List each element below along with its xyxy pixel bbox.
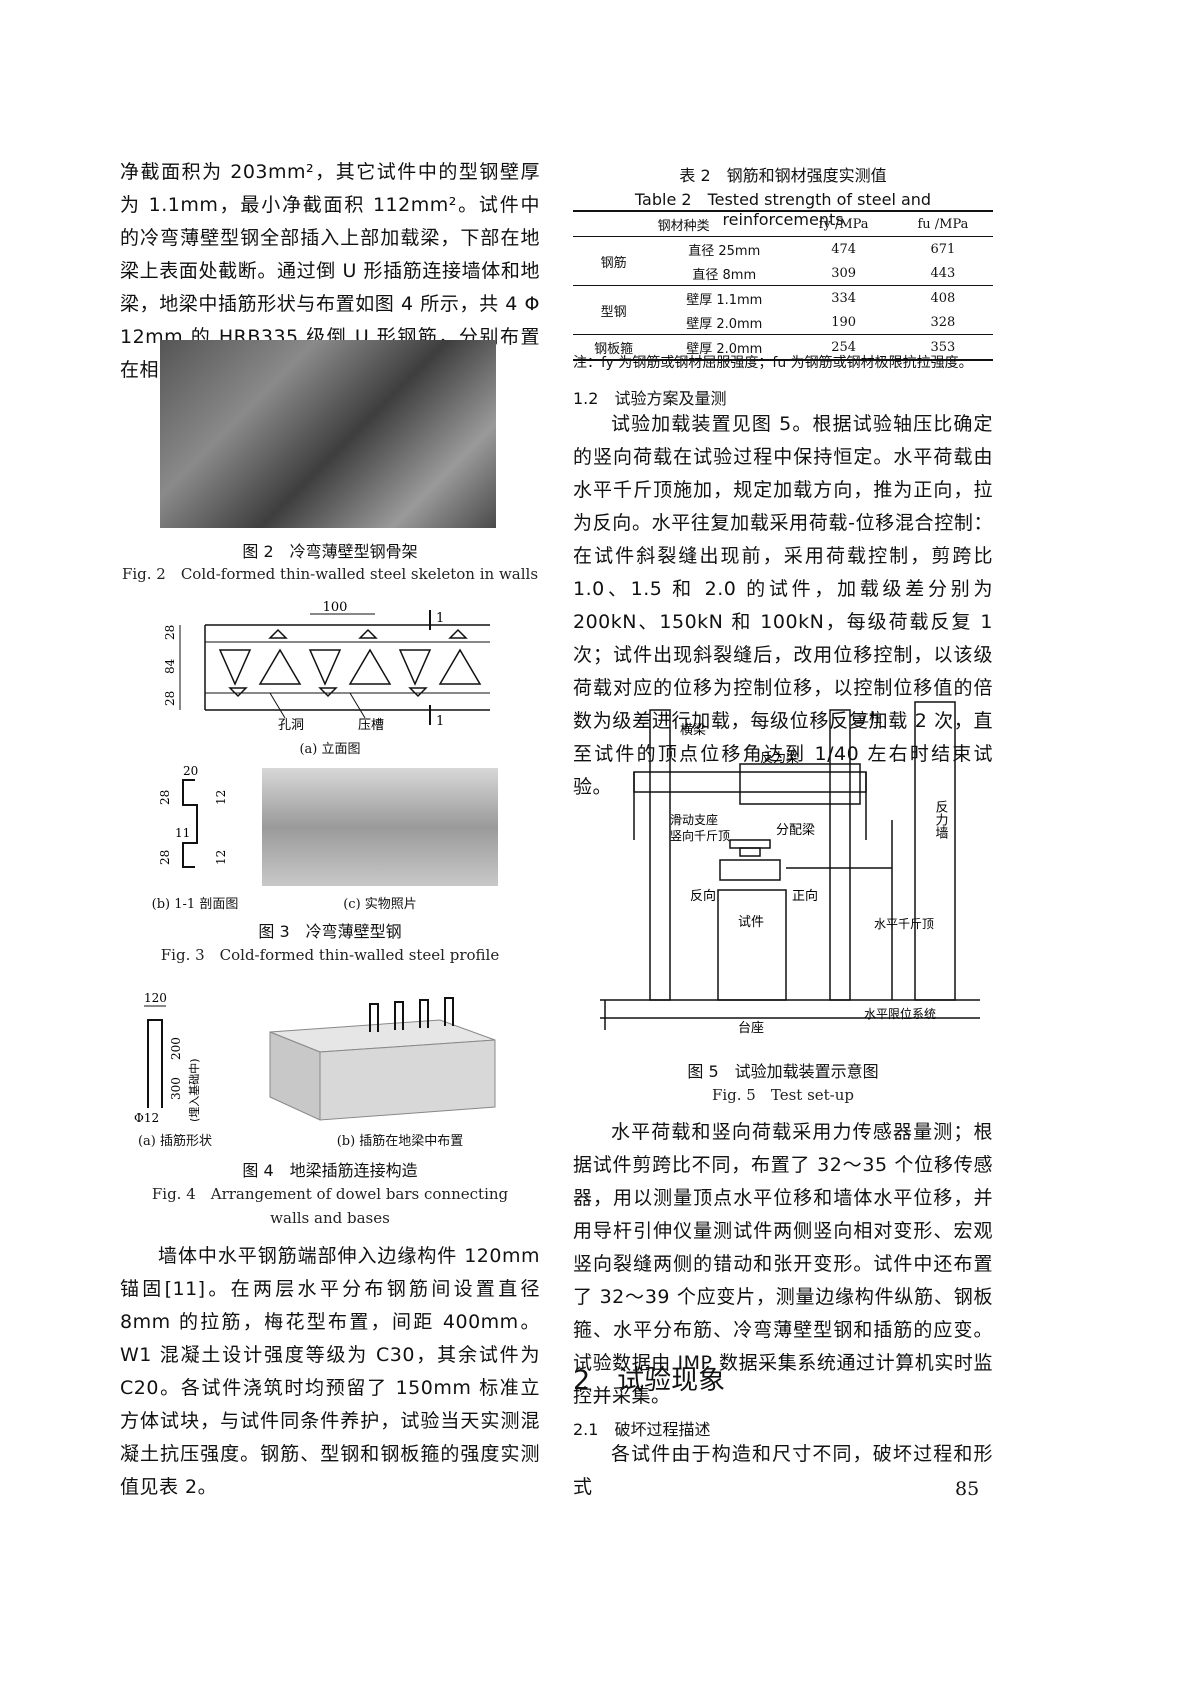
- label-hole: 孔洞: [278, 718, 304, 733]
- figure-4-caption-en-2: walls and bases: [270, 1209, 390, 1227]
- section-mark-bottom: 1: [436, 714, 444, 729]
- bar-spec: Φ12: [134, 1111, 159, 1125]
- cell-group: 钢筋: [573, 236, 655, 286]
- dim-12-bottom: 12: [214, 850, 228, 865]
- label-reaction-wall: 反力墙: [933, 800, 949, 839]
- figure-3a-label: (a) 立面图: [299, 742, 361, 757]
- dim-11: 11: [175, 826, 190, 840]
- figure-5-caption-cn: 图 5 试验加载装置示意图: [687, 1062, 879, 1081]
- figure-2-photo: [160, 340, 496, 528]
- th-fy: fy /MPa: [818, 216, 869, 232]
- dim-200: 200: [169, 1037, 183, 1060]
- section-2-1-heading: 2.1 破坏过程描述: [573, 1420, 711, 1439]
- label-restraint-system: 水平限位系统: [864, 1006, 936, 1021]
- embed-note: (埋入基础中): [188, 1058, 201, 1122]
- dim-120: 120: [144, 991, 167, 1005]
- figure-3b-label: (b) 1-1 剖面图: [151, 897, 239, 912]
- figure-4-caption-en-1: Fig. 4 Arrangement of dowel bars connect…: [151, 1185, 509, 1203]
- page-number: 85: [955, 1478, 980, 1500]
- figure-4b-beam-drawing: [269, 997, 496, 1121]
- figure-2-caption-cn: 图 2 冷弯薄壁型钢骨架: [242, 542, 418, 561]
- figure-4b-label: (b) 插筋在地梁中布置: [336, 1134, 464, 1149]
- figure-3a-elevation-drawing: 100 28 84 28 1 1 孔洞 压槽: [163, 600, 490, 733]
- label-reaction-beam: 反力梁: [760, 751, 799, 766]
- paragraph-loading: 试验加载装置见图 5。根据试验轴压比确定的竖向荷载在试验过程中保持恒定。水平荷载…: [573, 413, 993, 798]
- figure-4a-label: (a) 插筋形状: [137, 1134, 213, 1149]
- label-sliding-support: 滑动支座: [670, 812, 718, 827]
- label-horizontal-jack: 水平千斤顶: [874, 917, 934, 931]
- label-specimen: 试件: [738, 915, 764, 930]
- label-beam: 横梁: [680, 723, 706, 738]
- label-column: 立柱: [856, 711, 882, 726]
- table-2-note: 注：fy 为钢筋或钢材屈服强度；fu 为钢筋或钢材极限抗拉强度。: [573, 355, 973, 371]
- label-vertical-jack: 竖向千斤顶: [670, 828, 730, 843]
- figure-3-caption-en: Fig. 3 Cold-formed thin-walled steel pro…: [160, 946, 500, 964]
- section-mark-top: 1: [436, 611, 444, 626]
- th-fu: fu /MPa: [917, 216, 969, 232]
- label-groove: 压槽: [358, 718, 384, 733]
- figure-3c-photo: [262, 768, 498, 886]
- section-2-heading: 2 试验现象: [573, 1365, 726, 1396]
- figure-4-caption-cn: 图 4 地梁插筋连接构造: [242, 1161, 418, 1180]
- figure-5-caption-en: Fig. 5 Test set-up: [711, 1086, 855, 1104]
- dim-28-section-top: 28: [158, 790, 172, 805]
- paragraph-measurement: 水平荷载和竖向荷载采用力传感器量测；根据试件剪跨比不同，布置了 32～35 个位…: [573, 1121, 993, 1407]
- label-forward: 正向: [792, 888, 818, 904]
- paragraph-failure: 各试件由于构造和尺寸不同，破坏过程和形式: [573, 1443, 993, 1498]
- label-base: 台座: [738, 1021, 764, 1036]
- figure-2-caption-en: Fig. 2 Cold-formed thin-walled steel ske…: [121, 565, 539, 583]
- cell-group: 型钢: [573, 285, 655, 335]
- dim-300: 300: [169, 1077, 183, 1100]
- label-distribution-beam: 分配梁: [776, 823, 815, 838]
- cell-group: 钢板箍: [594, 341, 634, 357]
- figure-3b-section-drawing: 20 28 12 11 28 12: [158, 765, 228, 868]
- dim-84: 84: [163, 658, 177, 674]
- dim-28-bottom: 28: [163, 691, 177, 706]
- label-reverse: 反向: [690, 888, 716, 904]
- dim-28-section-bottom: 28: [158, 850, 172, 865]
- table-2-caption-cn: 表 2 钢筋和钢材强度实测值: [679, 166, 887, 185]
- table-2-caption-en: Table 2 Tested strength of steel and rei…: [634, 190, 932, 229]
- th-steel-type: 钢材种类: [657, 218, 710, 234]
- dim-100: 100: [323, 600, 348, 615]
- dim-12-top: 12: [214, 790, 228, 805]
- figure-3-caption-cn: 图 3 冷弯薄壁型钢: [258, 922, 402, 941]
- figure-3c-label: (c) 实物照片: [343, 897, 417, 912]
- dim-28-top: 28: [163, 625, 177, 640]
- figure-4a-dowel-shape: 120 200 300 (埋入基础中) Φ12: [134, 991, 201, 1125]
- figure-5-test-setup-drawing: 横梁 立柱 反力梁 反力墙 滑动支座 竖向千斤顶 分配梁 反向 正向 试件 水平…: [600, 701, 980, 1036]
- dim-20: 20: [183, 765, 198, 778]
- paragraph-reinforcement: 墙体中水平钢筋端部伸入边缘构件 120mm 锚固[11]。在两层水平分布钢筋间设…: [120, 1245, 540, 1498]
- section-1-2-heading: 1.2 试验方案及量测: [573, 389, 727, 408]
